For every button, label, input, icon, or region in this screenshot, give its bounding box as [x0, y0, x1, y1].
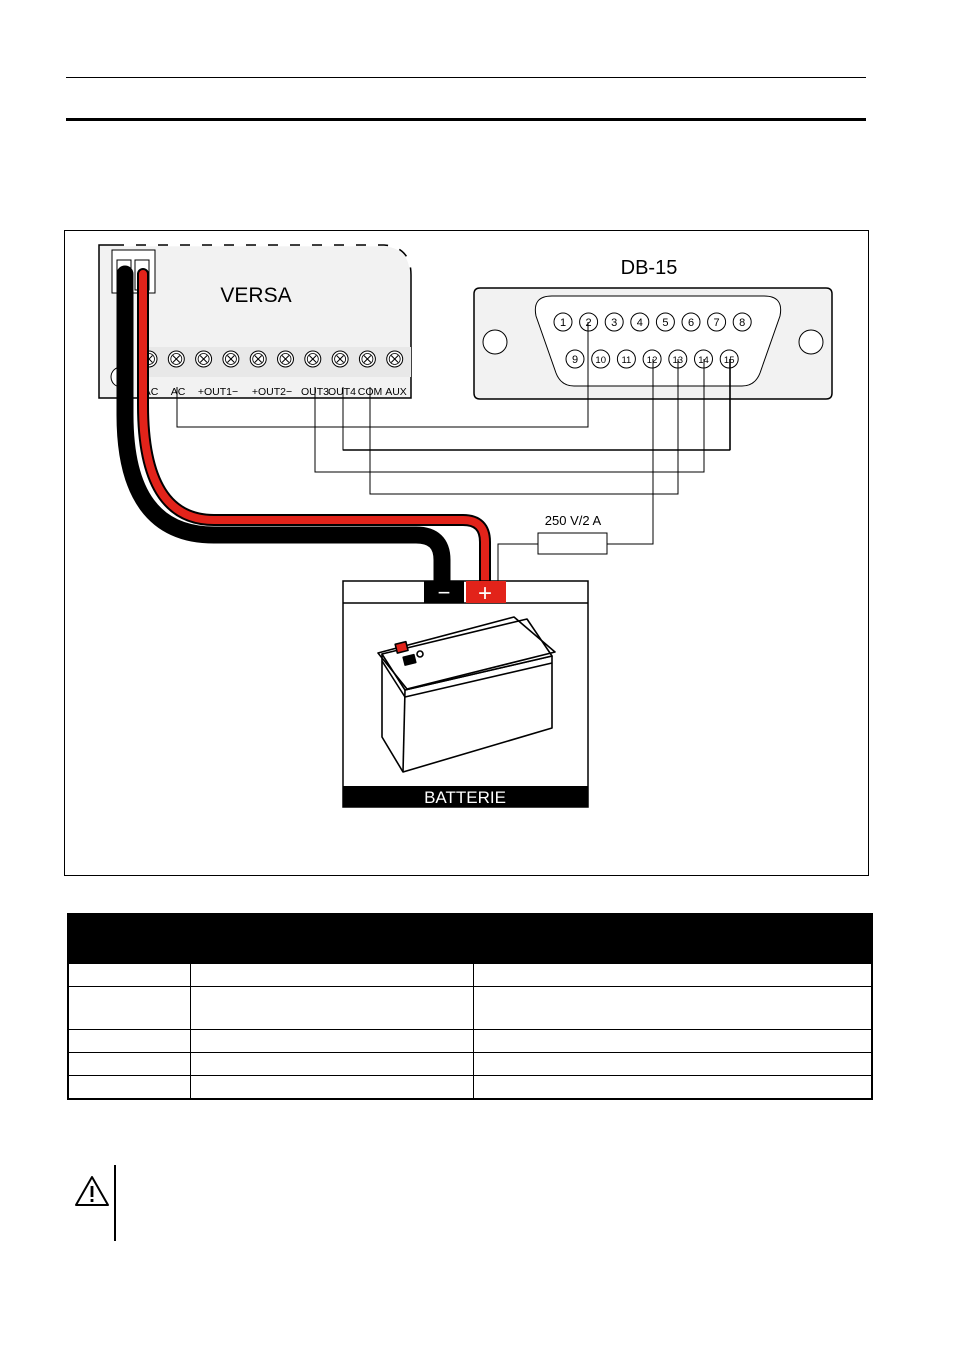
db15-pin-label: 10: [595, 355, 606, 366]
db15-pin-label: 6: [688, 317, 694, 329]
fuse-label: 250 V/2 A: [545, 513, 602, 528]
terminal-screw: [358, 350, 376, 368]
warning-bar: [114, 1165, 116, 1241]
table-cell: [472, 986, 873, 1030]
db15-pin-label: 5: [662, 317, 668, 329]
db15-pin: 11: [616, 349, 636, 369]
table-row: [67, 1052, 873, 1076]
terminal-screw: [331, 350, 349, 368]
db15-pin: 3: [604, 312, 624, 332]
terminal-label: +OUT2−: [252, 386, 292, 398]
versa-label: VERSA: [220, 284, 291, 307]
warning-note: [70, 1165, 120, 1241]
table-cell: [189, 1029, 474, 1053]
table-cell: [472, 963, 873, 987]
terminal-screw: [222, 350, 240, 368]
battery-illustration: [377, 616, 556, 773]
table-cell: [189, 1052, 474, 1076]
terminal-screw: [277, 350, 294, 368]
db15-pin: 9: [565, 349, 585, 369]
db15-pin: 1: [553, 312, 573, 332]
db15-pin-label: 1: [560, 317, 566, 329]
terminal-label: OUT4: [328, 386, 356, 398]
db15-connector: DB-15 123456789101112131415: [473, 257, 833, 400]
db15-pin-label: 3: [611, 317, 617, 329]
signal-wires-overlay: [343, 359, 731, 451]
terminal-label: +OUT1−: [198, 386, 238, 398]
power-cables: [116, 265, 491, 593]
table-cell: [189, 963, 474, 987]
table-row: [67, 963, 873, 987]
fuse: 250 V/2 A: [537, 513, 608, 555]
db15-pin-label: 9: [572, 354, 578, 366]
terminal-screw: [386, 350, 404, 368]
connection-table: [67, 913, 873, 1100]
minus-sign: −: [438, 580, 451, 605]
db15-pin-label: 2: [586, 317, 592, 329]
table-cell: [472, 1052, 873, 1076]
db15-pin-label: 11: [621, 355, 631, 366]
terminal-label: AUX: [385, 386, 407, 398]
db15-pin-label: 4: [637, 317, 643, 329]
table-cell: [67, 986, 191, 1030]
db15-pin: 6: [681, 312, 701, 332]
db15-pin-label: 12: [647, 355, 658, 366]
battery: − + BATTERIE: [342, 580, 589, 808]
db15-pin: 4: [630, 312, 650, 332]
table-cell: [67, 963, 191, 987]
battery-plus-terminal: [466, 581, 506, 603]
table-row: [67, 1029, 873, 1053]
terminal-screw: [304, 350, 322, 368]
db15-pin: 2: [579, 312, 599, 332]
table-header-cell: [473, 914, 872, 964]
db15-pin: 8: [732, 312, 752, 332]
db15-pin-label: 7: [714, 317, 720, 329]
table-header-cell: [68, 914, 190, 964]
db15-pin: 10: [591, 349, 611, 369]
table-header-cell: [190, 914, 473, 964]
table-cell: [472, 1075, 873, 1100]
header-rule-thick: [66, 118, 866, 121]
battery-minus-terminal: [424, 581, 464, 603]
table-row: [67, 1075, 873, 1100]
terminal-label: AC: [171, 386, 186, 398]
table-header-row: [68, 914, 872, 964]
db15-pin: 12: [642, 349, 662, 369]
terminal-screw: [167, 350, 185, 368]
warning-triangle-icon: [75, 1176, 109, 1206]
battery-label: BATTERIE: [424, 788, 506, 807]
table-row: [67, 986, 873, 1030]
db15-pin: 7: [707, 312, 727, 332]
terminal-screw: [195, 350, 213, 368]
table-cell: [67, 1075, 191, 1100]
db15-label: DB-15: [621, 257, 678, 279]
header-rule-thin: [66, 77, 866, 78]
table-cell: [67, 1052, 191, 1076]
table-cell: [472, 1029, 873, 1053]
db15-pin-label: 8: [739, 317, 745, 329]
db15-pin: 5: [655, 312, 675, 332]
terminal-screw: [249, 350, 267, 368]
plus-sign: +: [478, 580, 492, 607]
table-cell: [189, 986, 474, 1030]
table-cell: [67, 1029, 191, 1053]
figure-frame: [64, 230, 869, 876]
table-cell: [189, 1075, 474, 1100]
